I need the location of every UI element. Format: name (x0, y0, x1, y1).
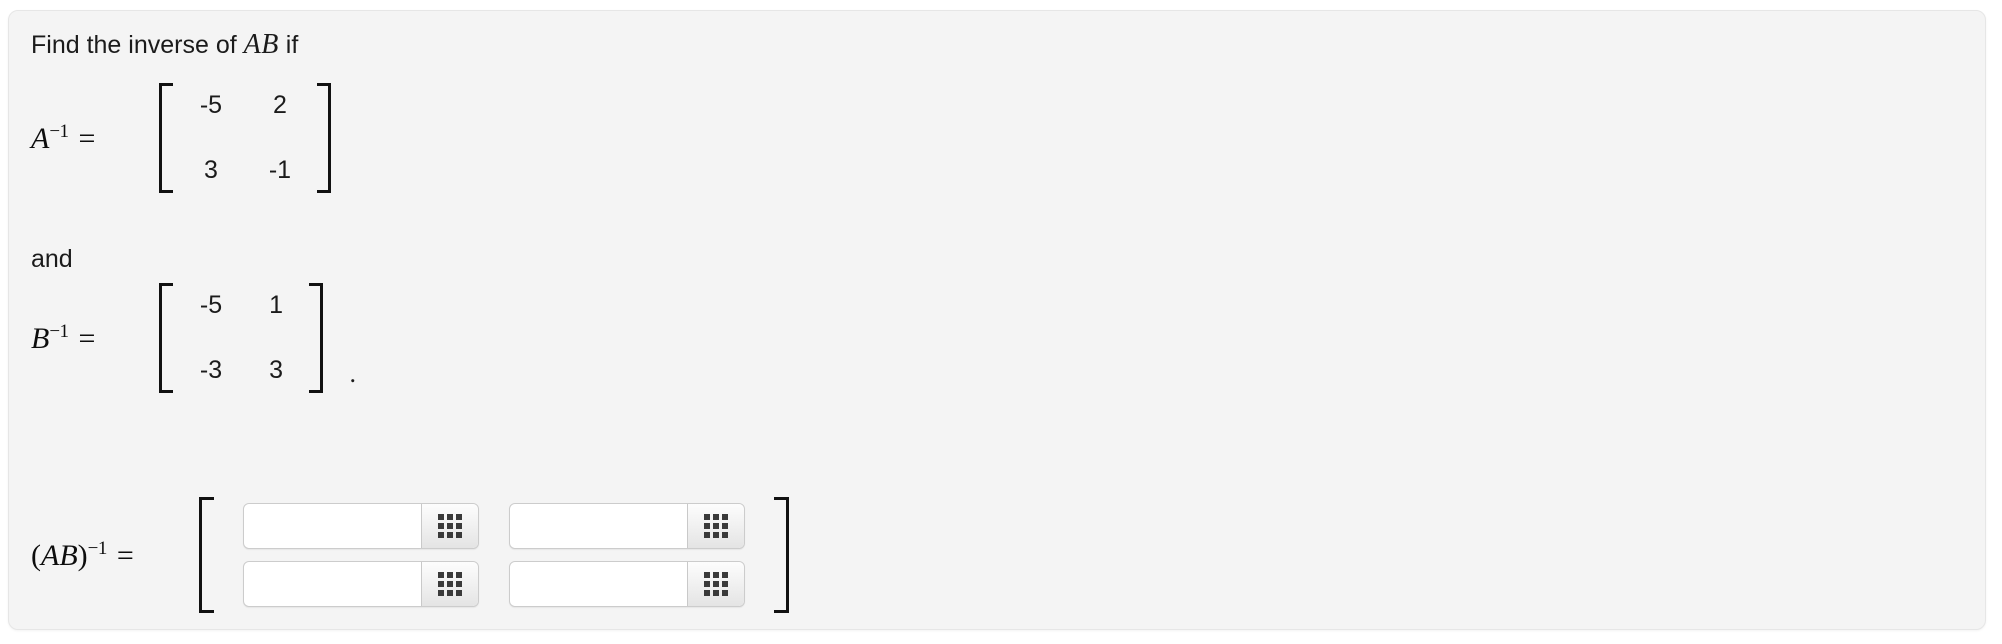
matrix-bracket-right (307, 283, 324, 393)
answer-input-r1c1[interactable] (244, 504, 421, 548)
b-inverse-label: B−1 = (31, 321, 95, 356)
keypad-button-r2c2[interactable] (687, 562, 744, 606)
answer-cell-r2c1[interactable] (243, 561, 479, 607)
answer-cell-r1c1[interactable] (243, 503, 479, 549)
matrix-cell: 3 (269, 356, 283, 384)
b-inverse-base: B (31, 321, 50, 355)
a-inverse-exponent: −1 (49, 120, 69, 142)
matrix-cell: 1 (269, 291, 283, 319)
matrix-cell: -1 (268, 156, 292, 184)
keypad-button-r2c1[interactable] (421, 562, 478, 606)
ab-inverse-label: (AB)−1 = (31, 538, 199, 573)
grid-3x3-icon (438, 572, 462, 596)
grid-3x3-icon (704, 514, 728, 538)
answer-cell-r2c2[interactable] (509, 561, 745, 607)
ab-close-paren: ) (77, 538, 88, 572)
question-panel: Find the inverse of AB if A−1= -5 2 3 -1… (8, 10, 1986, 630)
answer-equation: (AB)−1 = (31, 497, 789, 613)
answer-cell-r1c2[interactable] (509, 503, 745, 549)
matrix-cell: -5 (199, 291, 223, 319)
ab-inverse-exponent: −1 (87, 537, 108, 559)
prompt-lead-text: Find the inverse of (31, 31, 237, 59)
answer-bracket-left (199, 497, 217, 613)
b-inverse-matrix: -5 1 -3 3 (159, 283, 324, 393)
matrix-cell: 3 (204, 156, 218, 184)
equation-connector: and (31, 245, 73, 273)
answer-bracket-right (771, 497, 789, 613)
a-inverse-base: A (31, 121, 50, 155)
matrix-cell: -3 (199, 356, 223, 384)
matrix-cell: 2 (273, 91, 287, 119)
a-inverse-equals: = (78, 121, 96, 155)
a-inverse-matrix: -5 2 3 -1 (159, 83, 332, 193)
keypad-button-r1c1[interactable] (421, 504, 478, 548)
answer-input-r2c1[interactable] (244, 562, 421, 606)
keypad-button-r1c2[interactable] (687, 504, 744, 548)
matrix-bracket-right (315, 83, 332, 193)
grid-3x3-icon (438, 514, 462, 538)
ab-inverse-equals: = (116, 538, 134, 572)
matrix-bracket-left (159, 283, 175, 393)
grid-3x3-icon (704, 572, 728, 596)
matrix-bracket-left (159, 83, 175, 193)
equation-b-inverse: B−1 = -5 1 -3 3 . (31, 283, 356, 393)
ab-inverse-base: AB (41, 538, 78, 572)
b-inverse-exponent: −1 (49, 320, 69, 342)
prompt-trail-text: if (285, 31, 299, 59)
prompt-math-term: AB (243, 29, 279, 60)
answer-input-r2c2[interactable] (510, 562, 687, 606)
answer-matrix (199, 497, 789, 613)
a-inverse-label: A−1 = (31, 121, 95, 156)
equation-a-inverse: A−1 = -5 2 3 -1 (31, 83, 332, 193)
matrix-cell: -5 (199, 91, 223, 119)
answer-input-r1c2[interactable] (510, 504, 687, 548)
question-prompt: Find the inverse of AB if (31, 31, 298, 59)
b-inverse-equals: = (78, 321, 96, 355)
ab-open-paren: ( (31, 538, 41, 572)
sentence-period: . (349, 359, 356, 388)
